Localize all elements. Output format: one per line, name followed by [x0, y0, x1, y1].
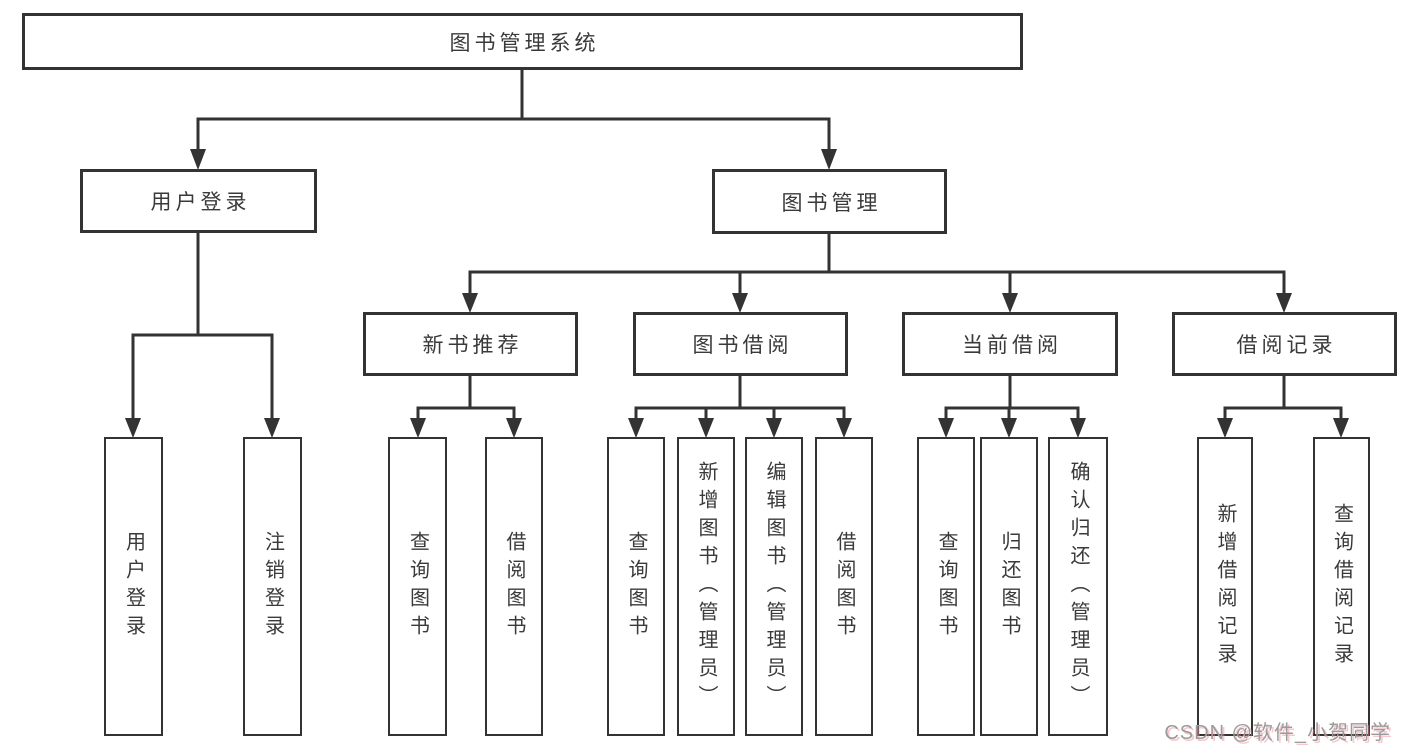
node-label: 图书借阅 [692, 334, 793, 357]
connector-borrow-records-branch [1223, 376, 1343, 420]
leaf-add-borrow-record: 新增借阅记录 [1197, 437, 1253, 736]
leaf-logout: 注销登录 [243, 437, 302, 736]
arrowheads-user-login [125, 418, 280, 438]
node-new-book-recommend: 新书推荐 [363, 312, 578, 376]
node-label: 新增图书（管理员） [695, 460, 717, 713]
arrowheads-current-borrow [938, 418, 1086, 438]
node-label: 图书管理 [781, 191, 882, 215]
connector-new-books-branch [416, 376, 516, 420]
node-current-borrow: 当前借阅 [902, 312, 1118, 376]
node-label: 当前借阅 [962, 334, 1062, 357]
leaf-borrow-books-1: 借阅图书 [485, 437, 543, 736]
node-label: 查询图书 [625, 530, 647, 643]
node-library-management-system: 图书管理系统 [22, 13, 1023, 70]
leaf-query-borrow-record: 查询借阅记录 [1313, 437, 1370, 736]
node-label: 新书推荐 [422, 334, 523, 357]
node-label: 借阅图书 [503, 530, 525, 643]
node-label: 归还图书 [998, 530, 1020, 643]
leaf-return-books: 归还图书 [980, 437, 1038, 736]
leaf-edit-books-admin: 编辑图书（管理员） [745, 437, 803, 736]
node-label: 查询图书 [406, 530, 429, 643]
node-borrow-records: 借阅记录 [1172, 312, 1397, 376]
node-label: 用户登录 [122, 530, 145, 643]
leaf-user-login: 用户登录 [104, 437, 163, 736]
node-book-management: 图书管理 [712, 169, 947, 234]
leaf-add-books-admin: 新增图书（管理员） [677, 437, 735, 736]
csdn-watermark: CSDN @软件_小贺同学 [1164, 722, 1391, 744]
arrowheads-borrow-records [1217, 418, 1349, 438]
arrowheads-level2 [190, 149, 837, 170]
connector-book-mgmt-branch [468, 234, 1286, 295]
connector-user-login-branch [131, 233, 274, 420]
arrowheads-level3 [462, 293, 1292, 313]
node-user-login: 用户登录 [80, 169, 317, 233]
node-label: 确认归还（管理员） [1067, 460, 1089, 713]
node-label: 编辑图书（管理员） [763, 460, 785, 713]
node-label: 查询图书 [935, 530, 957, 643]
node-label: 图书管理系统 [449, 31, 600, 55]
leaf-confirm-return-admin: 确认归还（管理员） [1048, 437, 1108, 736]
node-label: 用户登录 [150, 191, 251, 214]
connector-root-branch [196, 70, 831, 152]
node-label: 注销登录 [261, 530, 284, 643]
leaf-query-books-3: 查询图书 [917, 437, 975, 736]
connector-current-borrow-branch [944, 376, 1080, 420]
leaf-query-books-1: 查询图书 [388, 437, 447, 736]
node-book-borrow: 图书借阅 [633, 312, 848, 376]
node-label: 借阅图书 [833, 530, 855, 643]
node-label: 查询借阅记录 [1330, 502, 1353, 671]
arrowheads-new-books [410, 418, 522, 438]
leaf-query-books-2: 查询图书 [607, 437, 665, 736]
node-label: 借阅记录 [1236, 334, 1337, 357]
connector-book-borrow-branch [634, 376, 846, 420]
node-label: 新增借阅记录 [1214, 502, 1236, 671]
leaf-borrow-books-2: 借阅图书 [815, 437, 873, 736]
arrowheads-book-borrow [628, 418, 852, 438]
